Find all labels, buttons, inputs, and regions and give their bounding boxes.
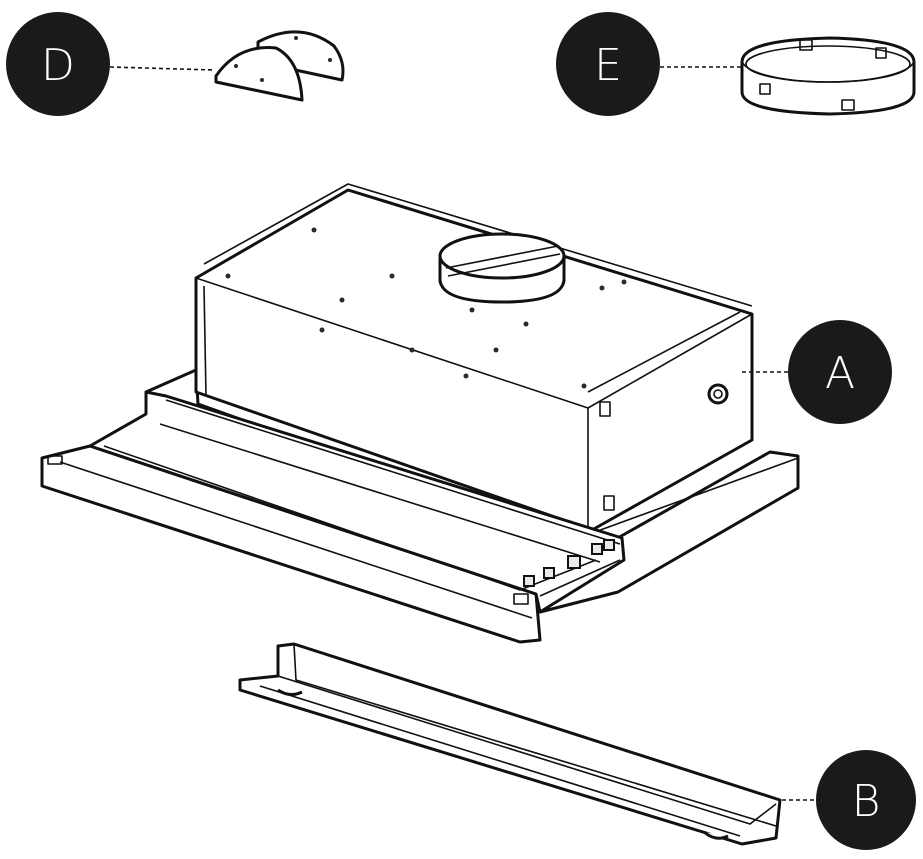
callout-a: A — [788, 320, 892, 424]
callout-e: E — [556, 12, 660, 116]
leader-d — [109, 66, 215, 71]
callout-b: B — [816, 750, 916, 850]
callout-a-label: A — [825, 348, 855, 399]
part-a-hood-body — [40, 183, 800, 644]
part-b-mounting-bracket — [238, 642, 782, 846]
callout-d: D — [6, 12, 110, 116]
part-d-deflectors — [214, 30, 345, 102]
callout-d-label: D — [41, 40, 75, 91]
callout-e-label: E — [594, 40, 622, 91]
part-e-collar-ring — [740, 36, 916, 116]
callout-b-label: B — [852, 776, 881, 827]
